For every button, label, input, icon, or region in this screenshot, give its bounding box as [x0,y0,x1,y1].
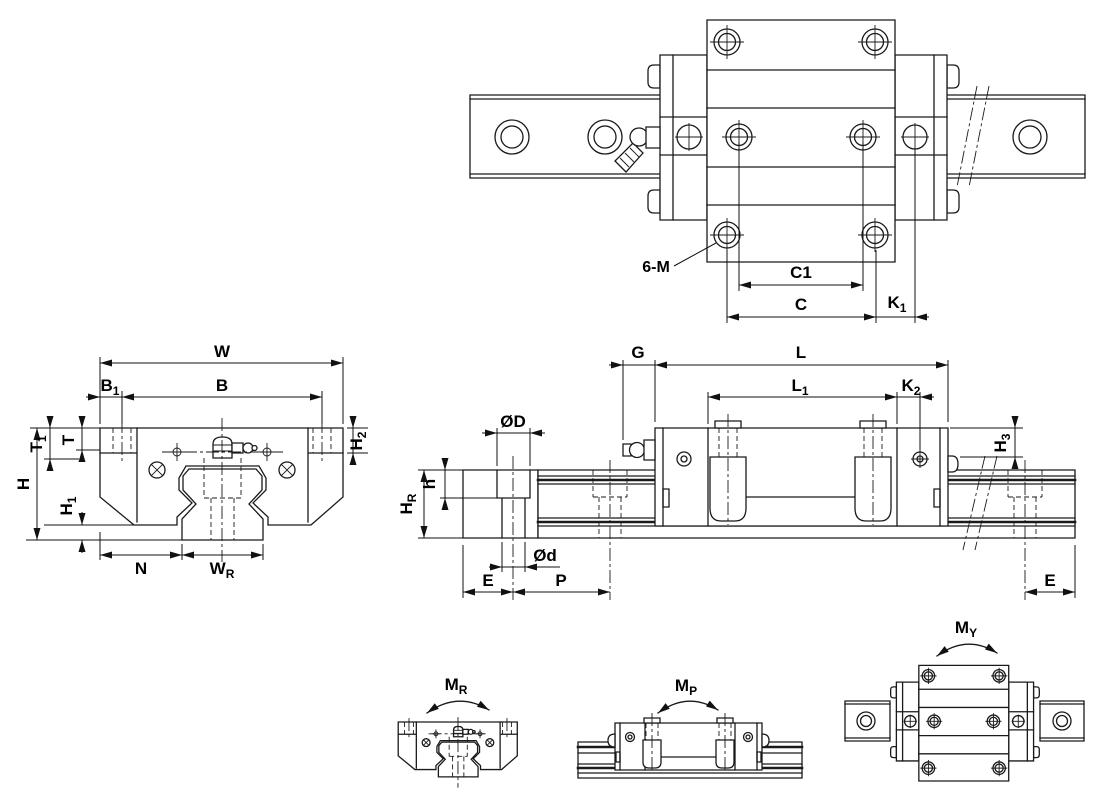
dim-label-hr: HR [397,493,419,514]
rail-break-lines-side [963,456,997,550]
dim-label-od-large: ØD [500,412,526,431]
grease-fitting-side-icon [623,440,655,460]
dim-label-t1: T1 [27,435,49,452]
dim-label-h3: H3 [991,433,1013,452]
mini-rail-top [845,701,1084,741]
callout-6m-label: 6-M [642,259,670,276]
mounting-holes [675,25,929,252]
dim-label-b1: B1 [101,376,120,398]
dim-label-wr: WR [210,559,235,581]
rail-profile [182,469,263,540]
dim-label-h2: H2 [347,431,369,450]
dim-label-k1: K1 [888,293,907,315]
moment-arrow-yaw [937,644,997,656]
dim-label-l1: L1 [791,376,808,398]
mini-front-view [397,716,518,788]
dim-label-p: P [555,571,566,590]
top-view: 6-M C1 C K1 [470,20,1085,323]
dim-label-e-left: E [482,571,493,590]
dim-label-h1: H1 [57,496,79,515]
carriage-block-top [648,20,959,262]
grease-fitting-icon [615,127,660,172]
moment-roll-view: MR [397,675,518,788]
dim-label-c: C [795,295,807,314]
side-tab [948,456,958,472]
moment-label-mp: MP [675,676,697,698]
dim-label-w: W [214,342,231,361]
moment-arrow-pitch [658,701,718,713]
moment-yaw-view: MY [845,618,1084,782]
rail-break-lines-top [957,86,989,187]
front-view-geometry [100,418,343,562]
dim-label-n: N [135,559,147,578]
top-view-dimensions: 6-M C1 C K1 [642,142,929,323]
grease-nipple-icon [213,437,257,458]
dim-label-t: T [59,434,78,445]
dim-label-h: H [14,478,33,490]
dim-label-c1: C1 [790,263,812,282]
front-view-dimensions: W B1 B T1 T H2 H H1 N WR [14,342,369,581]
dim-label-g: G [631,343,644,362]
mini-block-side [608,713,769,770]
moment-pitch-view: MP [578,676,802,778]
dim-label-k2: K2 [902,376,921,398]
dim-label-h-depth: h [420,479,439,489]
carriage-block-side [623,414,958,526]
dim-label-e-right: E [1044,571,1055,590]
moment-arrow-roll [427,701,489,713]
dim-label-b: B [216,376,228,395]
rail-cross-section [463,456,538,600]
moment-label-my: MY [955,618,977,640]
front-view: W B1 B T1 T H2 H H1 N WR [14,342,369,581]
side-view: ØD h HR Ød E P E G L L1 K2 H3 [397,343,1075,600]
dim-label-od-small: Ød [533,546,557,565]
side-view-dimensions: ØD h HR Ød E P E G L L1 K2 H3 [397,343,1075,598]
dim-label-l: L [796,343,806,362]
moment-label-mr: MR [445,675,468,697]
mini-block-top [890,665,1040,782]
